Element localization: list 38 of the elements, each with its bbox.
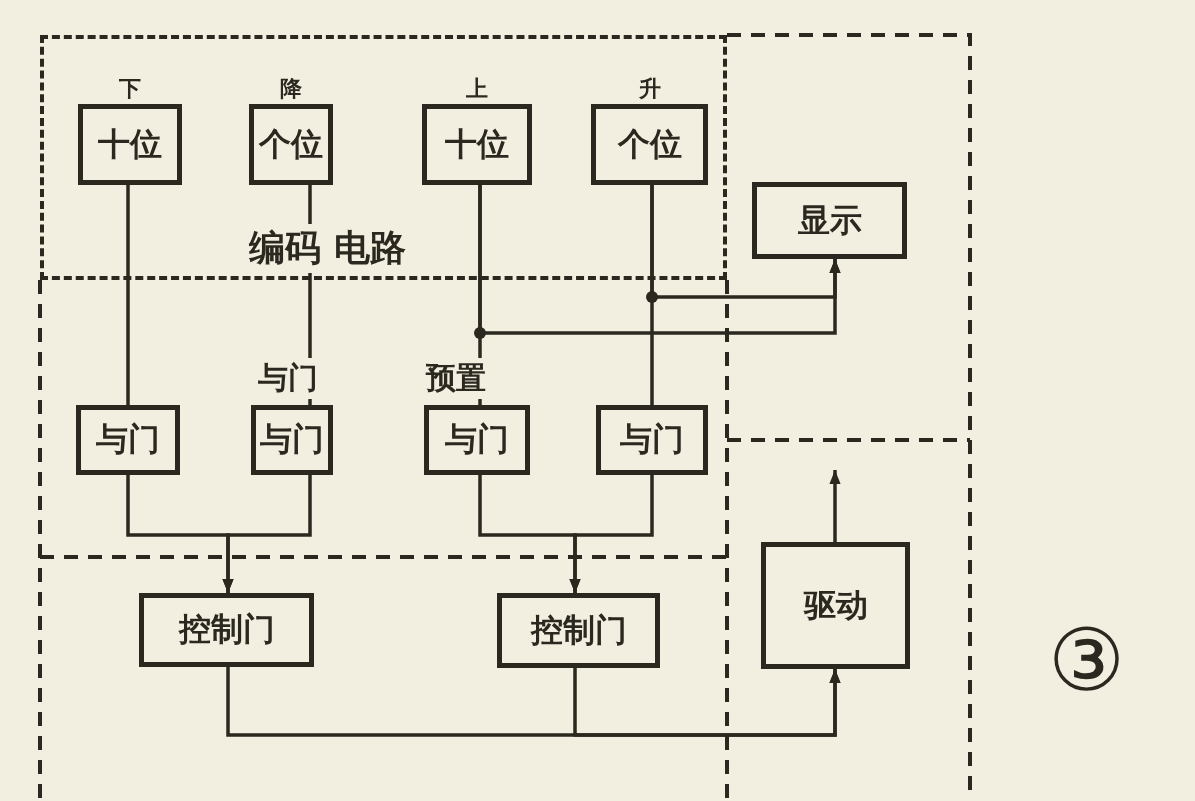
direction-label: 下: [119, 75, 141, 103]
node-label: 与门: [620, 419, 684, 460]
gate-box: [251, 405, 333, 475]
process-box: [591, 104, 708, 185]
gate-box: [76, 405, 180, 475]
arrow: [222, 475, 312, 593]
arrow: [573, 668, 841, 737]
node-label: 驱动: [803, 584, 868, 626]
process-box: [78, 104, 182, 185]
direction-label: 上: [466, 75, 488, 103]
annotation-label: 与门: [258, 358, 318, 399]
node-label: 显示: [797, 199, 862, 241]
gate-box: [139, 593, 314, 667]
node-label: 编码 电路: [249, 224, 406, 273]
arrow: [569, 475, 654, 593]
connector-line: [126, 185, 130, 405]
process-box: [422, 104, 532, 185]
node-label: 十位: [445, 123, 509, 165]
node-label: 个位: [617, 123, 682, 165]
node-label: 与门: [96, 419, 160, 460]
annotation-label: 预置: [426, 358, 486, 399]
process-box: [752, 182, 907, 259]
arrow: [650, 185, 841, 299]
node-label: 控制门: [530, 609, 627, 651]
node-label: 十位: [98, 123, 162, 165]
gate-box: [497, 593, 660, 668]
process-box: [761, 542, 910, 669]
arrow: [829, 470, 841, 542]
dashed-region: [40, 35, 727, 280]
direction-label: 升: [638, 75, 661, 103]
direction-label: 降: [280, 75, 302, 103]
gate-box: [424, 405, 530, 475]
process-box: [249, 104, 333, 185]
node-label: 控制门: [178, 609, 275, 650]
node-label: 与门: [260, 419, 324, 460]
node-label: 个位: [259, 123, 323, 165]
node-label: 与门: [445, 419, 509, 460]
gate-box: [596, 405, 708, 475]
